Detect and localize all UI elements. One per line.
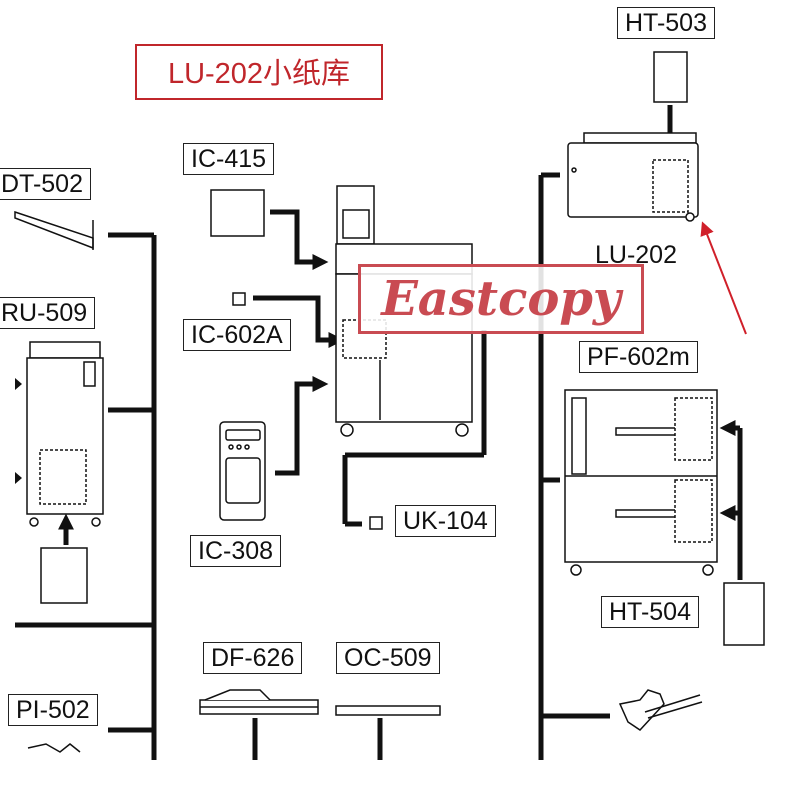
- uk104-device: [369, 516, 383, 530]
- ru509-panel: [40, 547, 88, 604]
- df626-device: [199, 689, 319, 715]
- ic602a-device: [232, 292, 246, 306]
- label-pf602m: PF-602m: [579, 341, 698, 373]
- label-ht504: HT-504: [601, 596, 699, 628]
- arrows: [57, 105, 740, 545]
- label-ru509: RU-509: [0, 297, 96, 329]
- ht504-device: [723, 582, 765, 646]
- dt502-device: [14, 210, 94, 250]
- pointer-arrow: [700, 221, 747, 335]
- label-oc509: OC-509: [336, 642, 440, 674]
- ru509-side-arrow-lower: [15, 472, 22, 484]
- label-ic308: IC-308: [190, 535, 282, 567]
- ic415-device: [210, 189, 265, 237]
- label-ic415: IC-415: [183, 143, 275, 175]
- page-title: LU-202小纸库: [135, 44, 383, 100]
- ht503-device: [653, 51, 688, 103]
- label-uk104: UK-104: [395, 505, 496, 537]
- pf602m-device: [564, 389, 718, 576]
- label-ic602a: IC-602A: [183, 319, 291, 351]
- label-ht503: HT-503: [617, 7, 715, 39]
- label-pi502: PI-502: [8, 694, 98, 726]
- pi502-device: [27, 743, 81, 753]
- label-df626: DF-626: [203, 642, 303, 674]
- label-dt502: DT-502: [0, 168, 91, 200]
- lu202-device: [567, 132, 699, 222]
- oc509-device: [335, 705, 441, 716]
- ru509-side-arrow-upper: [15, 378, 22, 390]
- label-lu202: LU-202: [587, 239, 685, 271]
- finisher-device: [618, 689, 703, 731]
- ru509-device: [26, 341, 104, 527]
- ic308-device: [219, 421, 266, 521]
- watermark: Eastcopy: [358, 264, 644, 334]
